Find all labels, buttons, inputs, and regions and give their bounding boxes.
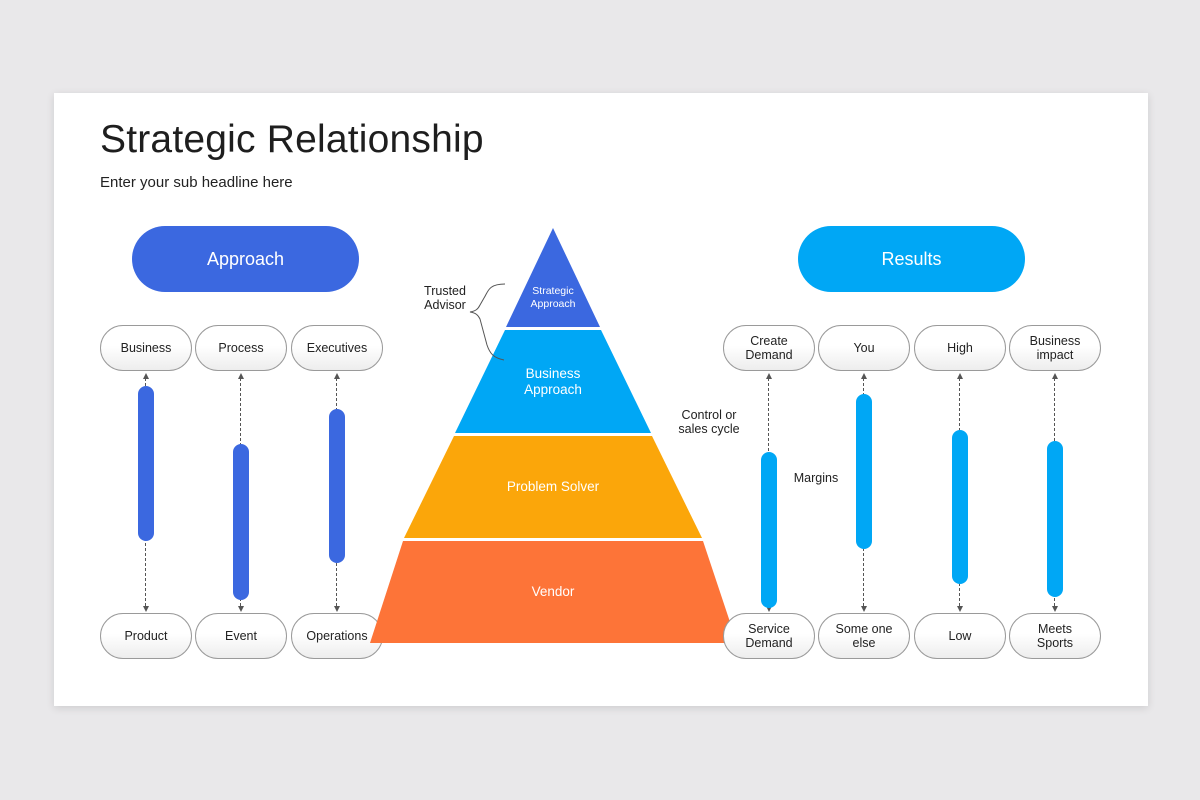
arrow-up-icon bbox=[237, 373, 244, 379]
pyramid-label-3: Problem Solver bbox=[506, 479, 600, 494]
arrow-down-icon bbox=[860, 606, 867, 612]
arrow-down-icon bbox=[765, 606, 772, 612]
page-title: Strategic Relationship bbox=[100, 118, 484, 161]
results-top-oval-1: Create Demand bbox=[723, 325, 815, 371]
approach-bar-3 bbox=[329, 409, 345, 563]
results-top-oval-4: Business impact bbox=[1009, 325, 1101, 371]
pyramid-level-1 bbox=[506, 228, 600, 327]
approach-top-oval-1: Business bbox=[100, 325, 192, 371]
approach-header: Approach bbox=[132, 226, 359, 292]
pyramid-level-3 bbox=[404, 436, 702, 538]
pyramid-label-2: Business Approach bbox=[524, 366, 582, 397]
results-header: Results bbox=[798, 226, 1025, 292]
arrow-up-icon bbox=[860, 373, 867, 379]
approach-top-oval-3: Executives bbox=[291, 325, 383, 371]
pyramid-label-4: Vendor bbox=[531, 584, 575, 599]
trusted-advisor-note: Trusted Advisor bbox=[424, 284, 466, 312]
results-bar-3 bbox=[952, 430, 968, 584]
results-bar-4 bbox=[1047, 441, 1063, 597]
arrow-up-icon bbox=[956, 373, 963, 379]
results-bottom-oval-1: Service Demand bbox=[723, 613, 815, 659]
arrow-down-icon bbox=[237, 606, 244, 612]
pyramid-level-4 bbox=[370, 541, 737, 643]
arrow-up-icon bbox=[765, 373, 772, 379]
arrow-down-icon bbox=[1051, 606, 1058, 612]
results-bottom-oval-2: Some one else bbox=[818, 613, 910, 659]
arrow-down-icon bbox=[956, 606, 963, 612]
results-bottom-oval-4: Meets Sports bbox=[1009, 613, 1101, 659]
page-subtitle: Enter your sub headline here bbox=[100, 174, 293, 191]
control-cycle-note: Control or sales cycle bbox=[678, 408, 740, 436]
pyramid-level-2 bbox=[455, 330, 651, 433]
results-top-oval-2: You bbox=[818, 325, 910, 371]
arrow-up-icon bbox=[142, 373, 149, 379]
arrow-down-icon bbox=[142, 606, 149, 612]
arrow-up-icon bbox=[1051, 373, 1058, 379]
approach-bar-1 bbox=[138, 386, 154, 541]
pyramid-label-1: Strategic Approach bbox=[530, 285, 576, 310]
results-bar-1 bbox=[761, 452, 777, 608]
results-top-oval-3: High bbox=[914, 325, 1006, 371]
results-bottom-oval-3: Low bbox=[914, 613, 1006, 659]
arrow-up-icon bbox=[333, 373, 340, 379]
approach-bottom-oval-2: Event bbox=[195, 613, 287, 659]
arrow-down-icon bbox=[333, 606, 340, 612]
results-bar-2 bbox=[856, 394, 872, 549]
margins-note: Margins bbox=[793, 471, 839, 485]
brace-icon bbox=[469, 283, 506, 361]
approach-top-oval-2: Process bbox=[195, 325, 287, 371]
approach-bottom-oval-1: Product bbox=[100, 613, 192, 659]
approach-bar-2 bbox=[233, 444, 249, 600]
